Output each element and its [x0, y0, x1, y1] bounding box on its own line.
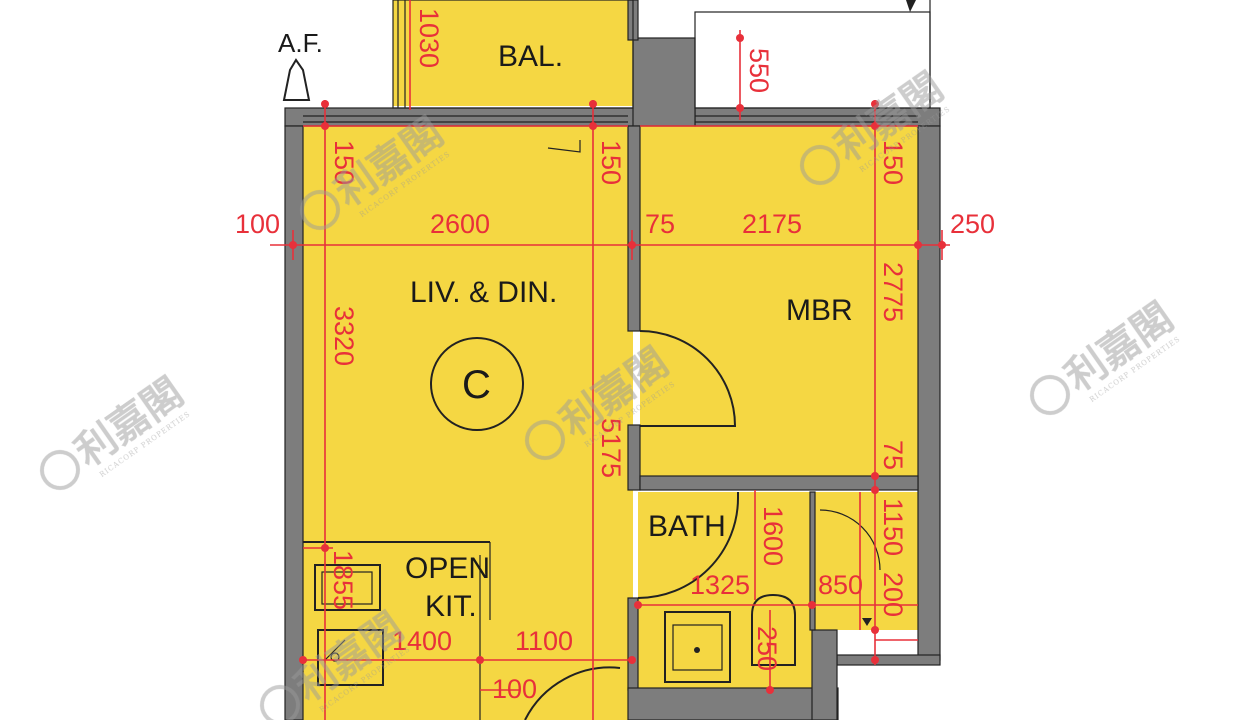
- living-dining-label: LIV. & DIN.: [410, 276, 557, 309]
- shower-partition: [809, 491, 816, 631]
- dim-liv-3320: 3320: [329, 306, 359, 366]
- shower-fill: [814, 492, 918, 630]
- right-lower-wall: [836, 654, 941, 666]
- room-fills: [303, 0, 918, 720]
- sink: [317, 629, 384, 686]
- column-top: [632, 37, 696, 127]
- open-kit-label-1: OPEN: [405, 552, 490, 585]
- dimension-lines: [270, 0, 950, 720]
- mbr-door-swing: [639, 330, 737, 427]
- dim-mbr-75: 75: [878, 440, 908, 470]
- right-lower-wall-b: [811, 629, 838, 720]
- dim-kit-1400: 1400: [392, 626, 452, 656]
- dim-bath-1600: 1600: [758, 506, 788, 566]
- dim-kit-100: 100: [492, 674, 537, 704]
- bath-label: BATH: [648, 510, 726, 543]
- dim-shower-850: 850: [818, 570, 863, 600]
- af-label: A.F.: [278, 28, 323, 58]
- dim-liv-5175: 5175: [596, 418, 626, 478]
- toilet: [751, 593, 796, 666]
- basin: [664, 611, 731, 683]
- dim-mbr-width: 2175: [742, 209, 802, 239]
- bath-left-wall: [627, 597, 639, 691]
- balcony-fill: [393, 0, 633, 106]
- dim-shower-1150: 1150: [878, 498, 908, 556]
- flat-letter: C: [462, 363, 491, 407]
- dim-top-550: 550: [744, 48, 774, 93]
- mbr-fill: [640, 126, 918, 476]
- watermark-logo: 利嘉閣 RICACORP PROPERTIES: [40, 369, 192, 490]
- af-unit: [282, 58, 311, 101]
- dimension-labels: 1030 550 150 150 150 100 2600 75 2175 25…: [235, 8, 995, 704]
- bath-fill: [638, 492, 812, 688]
- dim-left-100: 100: [235, 209, 280, 239]
- dim-mbr-top-150: 150: [878, 140, 908, 185]
- top-wall-left: [284, 107, 636, 127]
- dim-liv-top-right-150: 150: [596, 140, 626, 185]
- fixtures: [282, 58, 881, 720]
- balcony-label: BAL.: [498, 40, 563, 73]
- hob: [314, 564, 381, 611]
- right-wall: [917, 125, 941, 661]
- dim-right-250: 250: [950, 209, 995, 239]
- dim-mbr-2775: 2775: [878, 262, 908, 322]
- dim-shower-200: 200: [878, 572, 908, 617]
- walls: [284, 0, 941, 720]
- windows: [303, 0, 931, 123]
- dim-kit-1855: 1855: [328, 550, 358, 610]
- entry-door-swing: [524, 666, 621, 720]
- dim-bal-depth: 1030: [414, 8, 444, 68]
- watermark-logo: 利嘉閣 RICACORP PROPERTIES: [1030, 294, 1182, 415]
- dim-bath-250: 250: [752, 626, 782, 671]
- mbr-label: MBR: [786, 294, 853, 327]
- dim-mid-75: 75: [645, 209, 675, 239]
- dim-liv-width: 2600: [430, 209, 490, 239]
- flat-circle: [430, 337, 524, 431]
- left-wall: [284, 125, 304, 720]
- bath-bottom-wall: [627, 687, 839, 720]
- dim-kit-1100: 1100: [515, 626, 573, 656]
- shower-door: [819, 509, 881, 571]
- mid-wall-lower: [627, 424, 641, 491]
- dim-bath-1325: 1325: [690, 570, 750, 600]
- bath-door-swing: [637, 492, 739, 599]
- living-dining-fill: [303, 126, 633, 720]
- mid-wall: [627, 125, 641, 332]
- open-kit-label-2: KIT.: [425, 590, 477, 623]
- mbr-bottom-wall: [639, 475, 919, 491]
- room-labels: BAL. LIV. & DIN. MBR BATH OPEN KIT. C A.…: [278, 28, 853, 623]
- dim-liv-top-left-150: 150: [329, 140, 359, 185]
